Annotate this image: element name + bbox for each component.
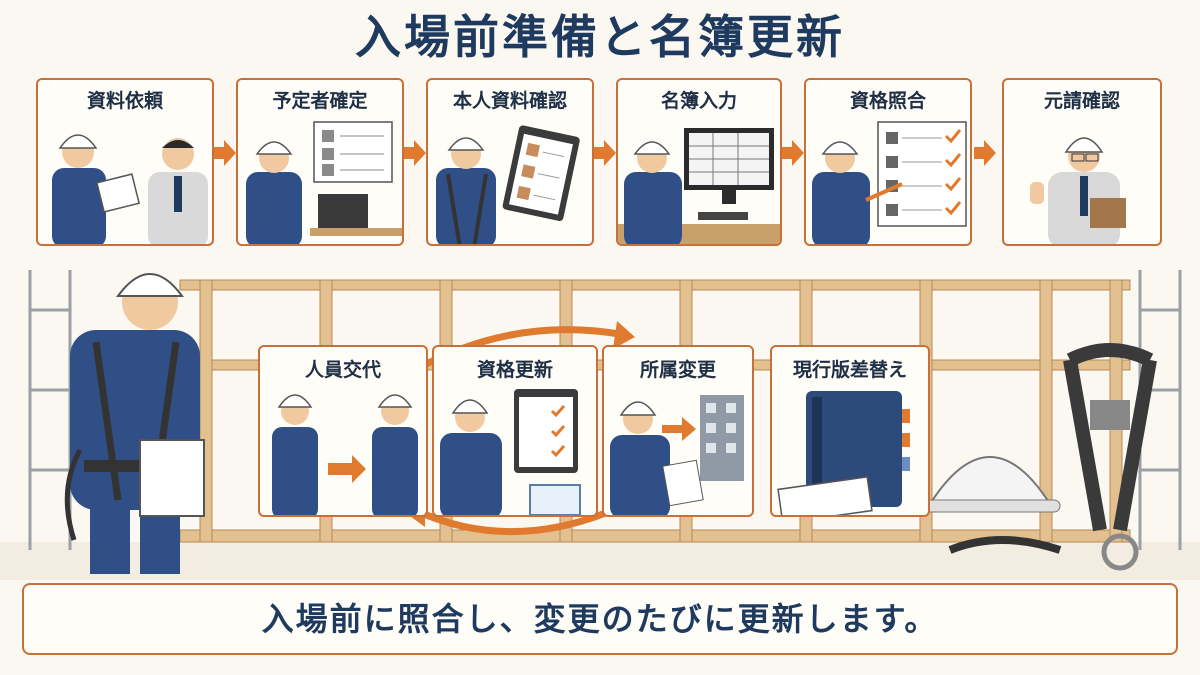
id-card-icon: [529, 484, 581, 515]
update-label: 現行版差替え: [792, 359, 907, 381]
safety-harness-icon: [1063, 343, 1157, 532]
update-card-personnel-change: 人員交代: [258, 345, 428, 517]
hard-hat-icon: [619, 401, 657, 416]
handing-documents-illustration: [52, 134, 208, 244]
hard-hat-icon: [255, 141, 293, 155]
clipboard-check-illustration: [436, 125, 580, 244]
page-title: 入場前準備と名簿更新: [355, 10, 845, 64]
flow-arrow-icon: [594, 138, 616, 172]
step-label: 名簿入力: [660, 90, 737, 112]
cycle-arrow-bottom: [415, 501, 627, 536]
step-label: 資格照合: [849, 90, 926, 112]
qualification-renewal-illustration: [440, 389, 581, 515]
step-card-request-documents: 資料依頼: [36, 78, 214, 246]
update-card-qualification-renewal: 資格更新: [432, 345, 598, 517]
flow-arrow-icon: [974, 138, 996, 172]
document-icon: [95, 173, 141, 213]
arrowhead-icon: [613, 321, 635, 349]
summary-banner: 入場前に照合し、変更のたびに更新します。: [22, 583, 1178, 655]
step-card-verify-personal-documents: 本人資料確認: [426, 78, 594, 246]
laptop-icon: [318, 194, 368, 228]
arrow-icon: [662, 417, 696, 441]
data-entry-illustration: [618, 128, 780, 244]
step-label: 元請確認: [1043, 90, 1120, 112]
personnel-swap-illustration: [272, 394, 418, 515]
keyboard-icon: [698, 212, 748, 220]
update-label: 所属変更: [639, 359, 716, 381]
contractor-thumbs-up-illustration: [1030, 137, 1126, 244]
hard-hat-icon: [1064, 137, 1104, 153]
step-label: 資料依頼: [86, 90, 163, 112]
hard-hat-icon: [928, 456, 1052, 505]
step-card-contractor-confirmation: 元請確認: [1002, 78, 1162, 246]
document-icon: [662, 459, 704, 507]
step-label: 予定者確定: [272, 90, 368, 112]
hard-hat-icon: [116, 273, 184, 297]
binder-replace-illustration: [777, 391, 910, 515]
flow-arrow-icon: [782, 138, 804, 172]
hard-hat-icon: [58, 134, 98, 149]
qualification-check-illustration: [812, 121, 967, 244]
update-label: 人員交代: [304, 359, 381, 381]
document-binder-icon: [139, 439, 205, 517]
step-card-qualification-check: 資格照合: [804, 78, 972, 246]
construction-site-scene: [0, 270, 1200, 580]
affiliation-change-illustration: [610, 395, 744, 515]
step-card-confirm-attendees: 予定者確定: [236, 78, 404, 246]
hard-hat-icon: [277, 394, 313, 408]
hard-hat-icon: [821, 141, 859, 155]
document-stack-icon: [777, 476, 873, 515]
update-card-replace-current-version: 現行版差替え: [770, 345, 930, 517]
binder-icon: [806, 391, 902, 507]
worker-with-harness-illustration: [64, 273, 205, 574]
swap-arrow-icon: [328, 455, 366, 483]
step-label: 本人資料確認: [452, 90, 567, 112]
flow-arrow-icon: [214, 138, 236, 172]
hard-hat-icon: [633, 141, 671, 155]
pen-icon: [865, 182, 903, 202]
laptop-worker-illustration: [246, 121, 402, 244]
hard-hat-icon: [377, 394, 413, 408]
flow-arrow-icon: [404, 138, 426, 172]
update-card-affiliation-change: 所属変更: [602, 345, 754, 517]
thumbs-up-icon: [1030, 182, 1044, 204]
hard-hat-icon: [447, 137, 485, 151]
step-card-enter-roster: 名簿入力: [616, 78, 782, 246]
safety-gear-illustration: [919, 343, 1157, 571]
clipboard-icon: [1090, 198, 1126, 228]
update-label: 資格更新: [476, 359, 553, 381]
hard-hat-icon: [451, 399, 489, 414]
